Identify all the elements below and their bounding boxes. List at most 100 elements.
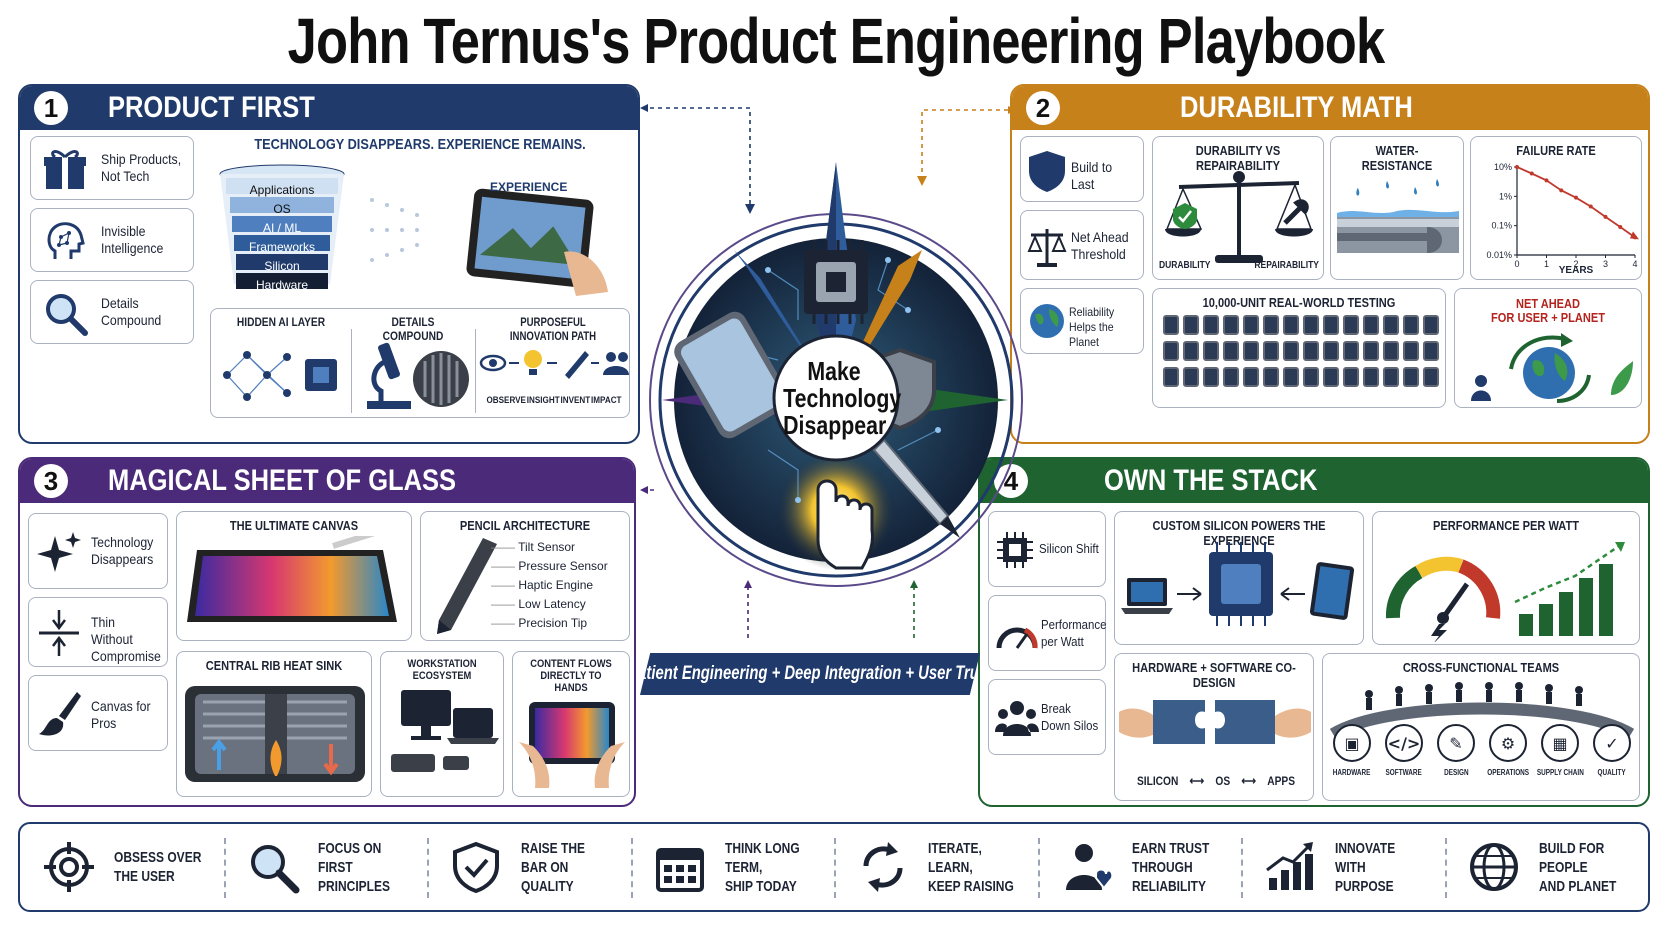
- step-label: INSIGHT: [526, 395, 560, 405]
- side-item-thin-without-compromise: Thin Without Compromise: [28, 597, 168, 667]
- chip-icon: ▣: [1333, 724, 1371, 762]
- card-ultimate-canvas: THE ULTIMATE CANVAS: [176, 511, 412, 641]
- cycle-icon: [856, 840, 910, 894]
- principle-label: INNOVATE WITH PURPOSE: [1335, 839, 1396, 895]
- card-title: CUSTOM SILICON POWERS THE EXPERIENCE: [1152, 518, 1326, 548]
- scale-icon: [1027, 229, 1067, 267]
- principle-divider: [1444, 838, 1447, 898]
- card-performance-per-watt: PERFORMANCE PER WATT: [1372, 511, 1640, 645]
- card-water-resistance: WATER-RESISTANCE: [1330, 136, 1464, 280]
- principle-divider: [1241, 838, 1243, 898]
- test-phone-icon: [1203, 315, 1219, 335]
- side-item-label: Net Ahead Threshold: [1071, 229, 1129, 262]
- workstation-icon: [391, 690, 499, 772]
- data-point: [1515, 165, 1519, 169]
- test-phone-icon: [1163, 341, 1179, 361]
- panel-title: MAGICAL SHEET OF GLASS: [108, 464, 457, 497]
- panel-magical-glass: 3 MAGICAL SHEET OF GLASS Technology Disa…: [18, 457, 636, 807]
- card-title: DURABILITY VS REPAIRABILITY: [1195, 143, 1281, 173]
- panel-number: 1: [34, 91, 68, 125]
- card-title: CONTENT FLOWS DIRECTLY TO HANDS: [530, 658, 612, 694]
- sparkle-icon: [37, 532, 81, 572]
- data-point: [1603, 214, 1608, 219]
- tech-stack-diagram: [219, 164, 608, 296]
- team-label: OPERATIONS: [1487, 768, 1529, 777]
- mini-card-title: DETAILS COMPOUND: [382, 315, 444, 343]
- search-icon: [246, 840, 300, 894]
- innovation-path-icons: [479, 350, 629, 379]
- test-phone-icon: [1183, 367, 1199, 387]
- series-line: [1516, 166, 1636, 239]
- side-item-label: Technology Disappears: [91, 534, 154, 567]
- x-tick-label: 3: [1603, 259, 1608, 267]
- series-arrow: [1630, 231, 1639, 240]
- magnifier-icon: [46, 294, 88, 336]
- shield-check-icon: ✓: [1593, 724, 1631, 762]
- globe-people-icon: [1467, 840, 1521, 894]
- mini-card-title: HIDDEN AI LAYER: [236, 315, 326, 329]
- growth-chart-icon: [1263, 840, 1317, 894]
- principle-item: THINK LONG TERM, SHIP TODAY: [631, 824, 835, 910]
- puzzle-pieces-icon: [1119, 700, 1311, 744]
- hands-tablet-icon: [519, 702, 625, 788]
- test-phone-icon: [1183, 341, 1199, 361]
- code-icon: </>: [1385, 724, 1423, 762]
- card-heat-sink: CENTRAL RIB HEAT SINK: [176, 651, 372, 797]
- flow-step: APPS: [1267, 774, 1296, 788]
- card-cross-functional-teams: CROSS-FUNCTIONAL TEAMS ▣HARDWARE</>SOFTW…: [1322, 653, 1640, 801]
- principle-divider: [834, 838, 836, 898]
- durability-label: DURABILITY: [1159, 260, 1211, 271]
- microscope-icon: [367, 342, 469, 409]
- x-tick-label: 2: [1573, 259, 1578, 267]
- principle-item: ITERATE, LEARN, KEEP RAISING: [834, 824, 1038, 910]
- card-title: PENCIL ARCHITECTURE: [459, 518, 591, 533]
- test-phone-icon: [1223, 341, 1239, 361]
- step-label: OBSERVE: [486, 395, 526, 405]
- principle-divider: [223, 838, 226, 898]
- stack-layer: OS: [273, 202, 291, 216]
- test-phone-icon: [1303, 341, 1319, 361]
- x-tick-label: 1: [1544, 259, 1549, 267]
- test-phone-icon: [1383, 315, 1399, 335]
- side-item-net-ahead: Net Ahead Threshold: [1020, 210, 1144, 280]
- user-heart-icon: [1060, 840, 1114, 894]
- team-item: ▣ HARDWARE: [1327, 724, 1377, 777]
- team-item: ⚙OPERATIONS: [1483, 724, 1533, 777]
- test-phone-icon: [1243, 315, 1259, 335]
- side-item-label: Reliability Helps the Planet: [1069, 305, 1115, 349]
- team-label: HARDWARE: [1333, 768, 1371, 777]
- data-point: [1588, 204, 1593, 209]
- card-content-flows: CONTENT FLOWS DIRECTLY TO HANDS: [512, 651, 630, 797]
- test-phone-icon: [1283, 341, 1299, 361]
- card-pencil-architecture: PENCIL ARCHITECTURE —— Tilt Sensor —— Pr…: [420, 511, 630, 641]
- silicon-devices-icon: [1121, 542, 1355, 626]
- panel-header: 1 PRODUCT FIRST: [20, 86, 638, 130]
- side-item-label: Invisible Intelligence: [101, 223, 164, 256]
- team-label: DESIGN: [1443, 768, 1469, 777]
- section-headline: TECHNOLOGY DISAPPEARS. EXPERIENCE REMAIN…: [254, 136, 586, 153]
- page-title: John Ternus's Product Engineering Playbo…: [287, 5, 1386, 77]
- principle-item: BUILD FOR PEOPLE AND PLANET: [1445, 824, 1649, 910]
- side-item-build-to-last: Build to Last: [1020, 136, 1144, 202]
- test-phone-icon: [1303, 315, 1319, 335]
- principle-divider: [427, 838, 429, 898]
- flow-step: OS: [1215, 774, 1231, 788]
- chip-icon: [997, 532, 1033, 568]
- data-point: [1529, 171, 1534, 176]
- card-title: CROSS-FUNCTIONAL TEAMS: [1402, 660, 1560, 675]
- hub-tagline-banner: Patient Engineering + Deep Integration +…: [640, 653, 980, 695]
- data-point: [1574, 195, 1578, 200]
- principle-item: INNOVATE WITH PURPOSE: [1241, 824, 1445, 910]
- side-item-silicon-shift: Silicon Shift: [988, 511, 1106, 587]
- net-ahead-title: NET AHEAD FOR USER + PLANET: [1469, 297, 1627, 325]
- phone-grid: [1163, 315, 1439, 387]
- experience-label: EXPERIENCE: [490, 180, 568, 194]
- card-hw-sw-codesign: HARDWARE + SOFTWARE CO-DESIGN SILICON⟷ O…: [1114, 653, 1314, 801]
- test-phone-icon: [1383, 367, 1399, 387]
- side-item-label: Break Down Silos: [1041, 701, 1099, 733]
- side-item-label: Canvas for Pros: [91, 698, 151, 731]
- test-phone-icon: [1363, 341, 1379, 361]
- card-real-world-testing: 10,000-UNIT REAL-WORLD TESTING: [1152, 288, 1446, 408]
- test-phone-icon: [1343, 341, 1359, 361]
